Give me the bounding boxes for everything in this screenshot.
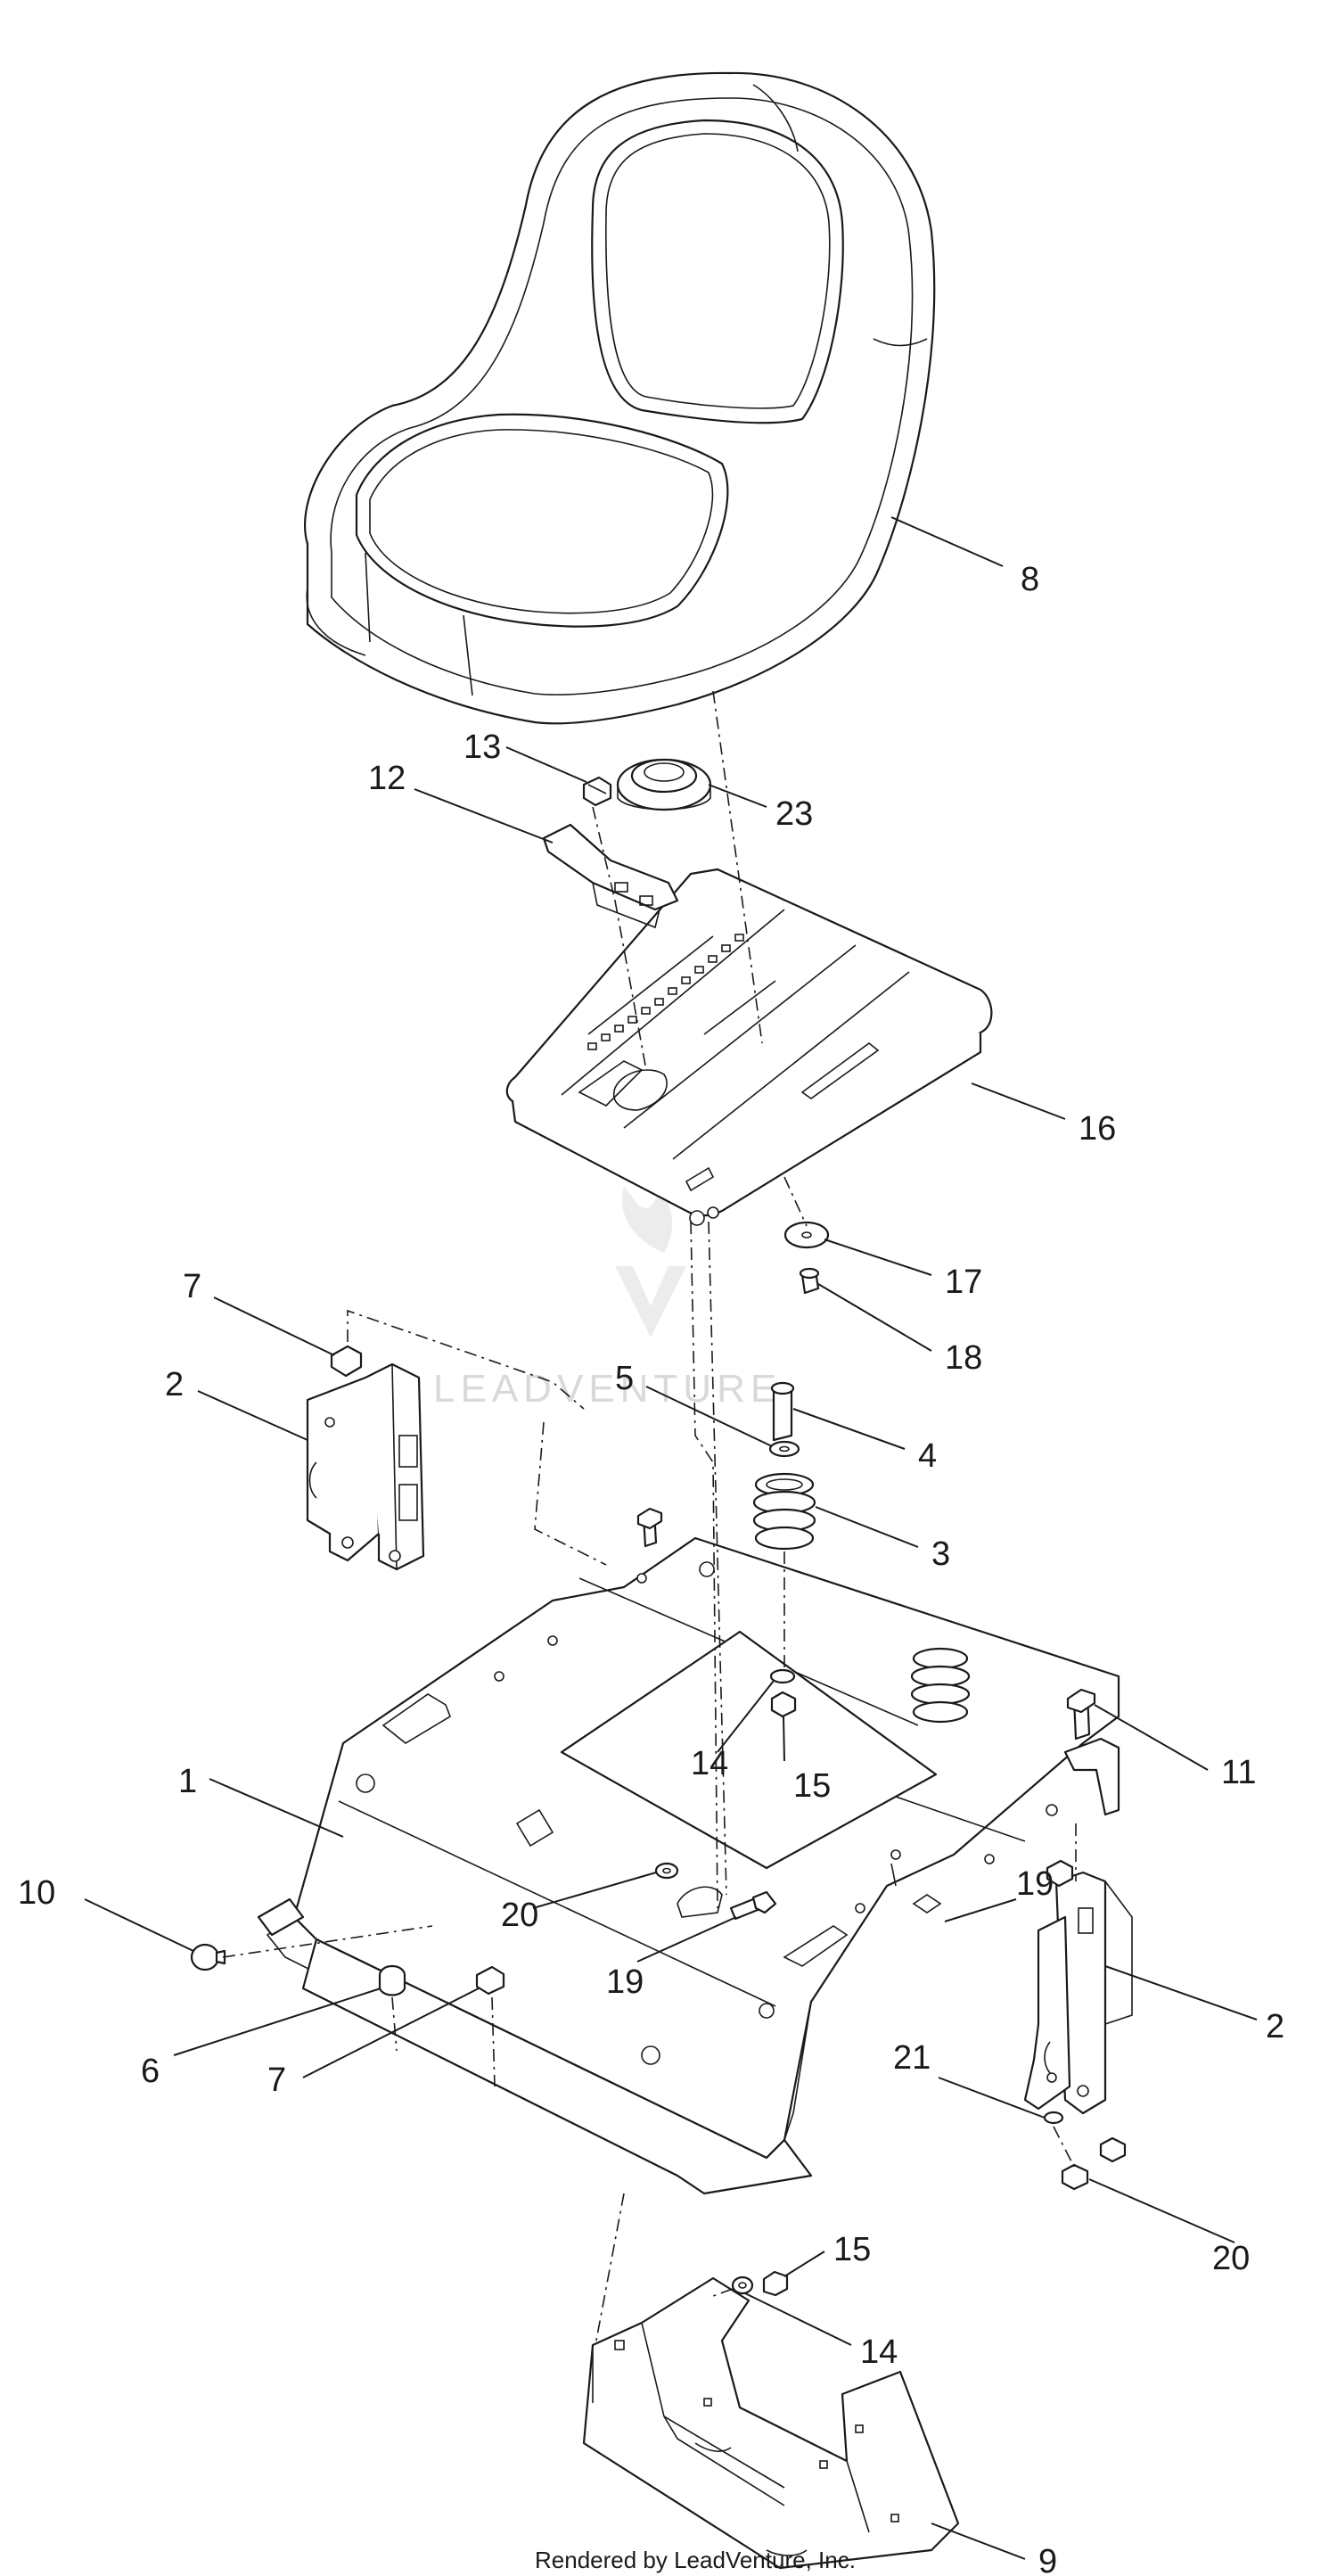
nut-part-13 <box>582 776 612 807</box>
seat-base-part-1 <box>257 1536 1120 2195</box>
callout-17: 17 <box>945 1263 982 1301</box>
nut-part-20-lower <box>1061 2136 1127 2191</box>
callout-23: 23 <box>775 795 813 833</box>
nut-part-7-right <box>1046 1859 1074 1888</box>
adjust-slots <box>587 934 744 1050</box>
callout-16: 16 <box>1079 1110 1116 1148</box>
callout-labels: 8 13 12 23 16 17 18 7 2 5 4 3 1 14 15 11… <box>18 561 1284 2576</box>
callout-2-right: 2 <box>1266 2008 1284 2045</box>
callout-20-lower: 20 <box>1212 2240 1250 2277</box>
shoulder-bolt-part-4 <box>770 1381 795 1442</box>
callout-10: 10 <box>18 1874 55 1912</box>
washer-part-20 <box>654 1862 679 1880</box>
callout-12: 12 <box>368 760 406 797</box>
callout-7-lower: 7 <box>267 2062 286 2099</box>
leadventure-logo-icon <box>615 1186 686 1337</box>
callout-14-lower: 14 <box>860 2333 898 2371</box>
pin-part-21 <box>1043 2111 1064 2125</box>
nut-part-7-upper <box>330 1345 363 1378</box>
callout-6: 6 <box>141 2053 160 2090</box>
bolt-part-11-left <box>636 1507 663 1548</box>
washer-part-17 <box>783 1221 830 1249</box>
bumper-part-6 <box>378 1964 406 1996</box>
callout-9: 9 <box>1038 2543 1057 2576</box>
nut-part-15-lower <box>762 2270 789 2297</box>
spring-part-3-installed <box>910 1647 971 1724</box>
alignment-lines <box>222 690 1077 2346</box>
bolt-part-19 <box>729 1890 777 1921</box>
bracket-part-2-left <box>306 1362 425 1571</box>
seat-switch-part-23 <box>616 758 712 811</box>
callout-11: 11 <box>1221 1754 1256 1791</box>
plug-part-10 <box>190 1943 226 1971</box>
callout-21: 21 <box>893 2039 931 2077</box>
callout-19-center: 19 <box>606 1963 644 2001</box>
washer-part-5 <box>768 1440 800 1458</box>
washer-part-14-lower <box>731 2276 754 2295</box>
bracket-part-2-right <box>1023 1871 1133 2115</box>
callout-15-upper: 15 <box>793 1767 831 1805</box>
callout-7-upper: 7 <box>183 1268 201 1305</box>
callout-18: 18 <box>945 1339 982 1377</box>
bolt-part-18 <box>799 1267 820 1295</box>
seat-switch-bracket-part-12 <box>542 823 679 929</box>
callout-1: 1 <box>178 1763 197 1800</box>
callout-2-left: 2 <box>165 1366 184 1403</box>
spring-part-3 <box>752 1472 816 1551</box>
watermark: LEADVENTURE <box>433 1186 782 1411</box>
callout-5: 5 <box>615 1360 634 1397</box>
seat-part-8 <box>304 71 936 725</box>
nut-part-15-upper <box>770 1691 797 1718</box>
watermark-text: LEADVENTURE <box>433 1367 782 1411</box>
bolt-part-11 <box>1066 1688 1096 1741</box>
mount-bracket-part-9 <box>582 2276 960 2570</box>
callout-20-upper: 20 <box>501 1897 538 1934</box>
render-credit: Rendered by LeadVenture, Inc. <box>535 2547 856 2573</box>
callout-19-right: 19 <box>1016 1865 1054 1903</box>
callout-15-lower: 15 <box>833 2231 871 2268</box>
seat-pan-part-16 <box>505 868 993 1226</box>
nut-part-7-lower <box>475 1965 505 1996</box>
callout-8: 8 <box>1021 561 1039 598</box>
callout-14-upper: 14 <box>691 1745 728 1782</box>
callout-13: 13 <box>463 728 501 766</box>
callout-4: 4 <box>918 1437 937 1475</box>
callout-3: 3 <box>931 1535 950 1573</box>
washer-part-14-upper <box>769 1668 796 1684</box>
leader-lines <box>84 516 1258 2560</box>
